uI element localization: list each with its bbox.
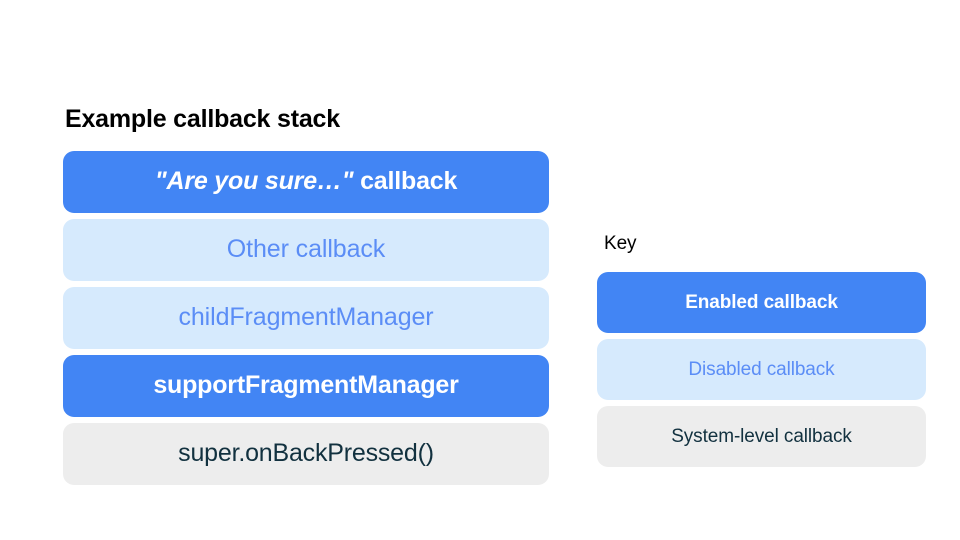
key-legend-group: Key Enabled callback Disabled callback S… bbox=[597, 232, 926, 467]
stack-card-label: Other callback bbox=[226, 235, 386, 264]
key-title: Key bbox=[604, 233, 637, 254]
key-item-label: Enabled callback bbox=[685, 291, 838, 313]
key-item-label: System-level callback bbox=[671, 425, 852, 447]
stack-card-other-callback[interactable]: Other callback bbox=[63, 219, 549, 281]
stack-card-label: super.onBackPressed() bbox=[178, 439, 434, 468]
key-item-enabled-callback[interactable]: Enabled callback bbox=[597, 272, 926, 333]
stack-card-label: childFragmentManager bbox=[178, 303, 434, 332]
key-item-disabled-callback[interactable]: Disabled callback bbox=[597, 339, 926, 400]
stack-card-super-onbackpressed[interactable]: super.onBackPressed() bbox=[63, 423, 549, 485]
stack-card-label: supportFragmentManager bbox=[153, 371, 459, 400]
stack-card-are-you-sure-callback[interactable]: "Are you sure…" callback bbox=[63, 151, 549, 213]
key-item-label: Disabled callback bbox=[688, 358, 835, 380]
stack-card-label-plain: callback bbox=[353, 167, 458, 196]
stack-card-supportfragmentmanager[interactable]: supportFragmentManager bbox=[63, 355, 549, 417]
page-title: Example callback stack bbox=[65, 105, 340, 133]
callback-stack-group: Example callback stack "Are you sure…" c… bbox=[63, 103, 549, 485]
stack-card-childfragmentmanager[interactable]: childFragmentManager bbox=[63, 287, 549, 349]
stack-card-label: "Are you sure…" callback bbox=[154, 167, 458, 196]
stack-card-label-quoted: "Are you sure…" bbox=[154, 167, 354, 196]
key-item-system-level-callback[interactable]: System-level callback bbox=[597, 406, 926, 467]
